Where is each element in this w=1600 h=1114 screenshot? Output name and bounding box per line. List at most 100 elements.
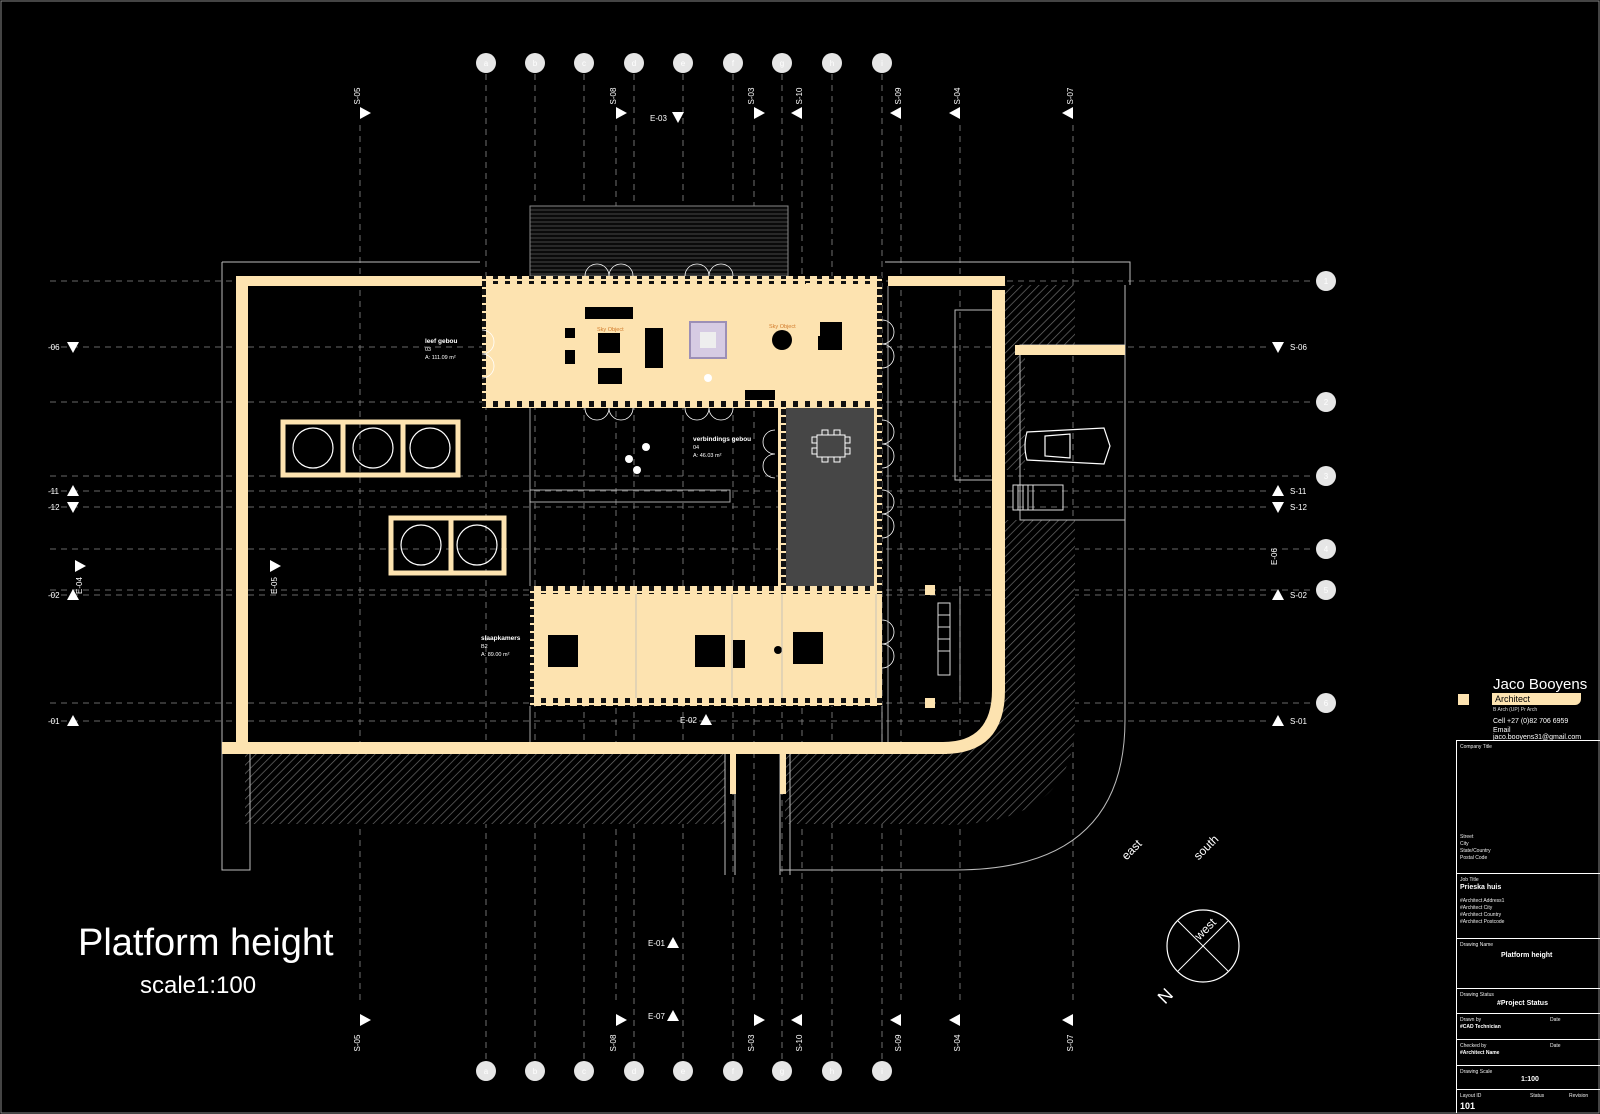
- drawn-by: #CAD Technician: [1460, 1024, 1501, 1030]
- drawing-status-section: Drawing Status #Project Status: [1457, 988, 1600, 1014]
- grid-bubble-label: c: [582, 1067, 586, 1076]
- drawn-by-section: Drawn by Date #CAD Technician: [1457, 1013, 1600, 1040]
- section-marker-S-05-bottom: S-05: [353, 1014, 371, 1051]
- elevation-marker-E-01: E-01: [648, 937, 679, 948]
- grid-bubble-label: i: [881, 1067, 883, 1076]
- sky-object-labels: Sky Object Sky Object: [597, 324, 796, 333]
- drawing-name-caption: Drawing Name: [1460, 942, 1494, 948]
- grid-bubble-circle: [1316, 271, 1336, 291]
- checked-by: #Architect Name: [1460, 1050, 1500, 1056]
- grid-bubble-c-top: c: [574, 53, 594, 73]
- section-arrow: [1272, 715, 1284, 726]
- grid-bubble-circle: [574, 1061, 594, 1081]
- east-label: east: [1119, 836, 1145, 862]
- section-label: -11: [48, 487, 60, 496]
- grid-bubble-label: e: [681, 59, 686, 68]
- grid-bubble-circle: [476, 1061, 496, 1081]
- slaapkamers-number: B2: [481, 644, 488, 650]
- checked-by-caption: Checked by: [1460, 1043, 1487, 1049]
- street-label: Street: [1460, 834, 1474, 840]
- grid-bubble-e-top: e: [673, 53, 693, 73]
- grid-bubble-d-bottom: d: [624, 1061, 644, 1081]
- brand-first-name: Jaco: [1493, 676, 1525, 693]
- grid-bubble-b-top: b: [525, 53, 545, 73]
- door-swings: [481, 263, 895, 669]
- west-label: west: [1191, 915, 1220, 944]
- grid-bubble-circle: [624, 53, 644, 73]
- brand-email: Email jaco.booyens31@gmail.com: [1493, 727, 1582, 741]
- elevation-arrow: [672, 112, 684, 123]
- section-marker-S-05-top: S-05: [353, 87, 371, 119]
- stairs: [937, 484, 1064, 676]
- verbindings-gebou-area: A: 46.03 m²: [693, 453, 722, 459]
- grid-bubble-g-bottom: g: [772, 1061, 792, 1081]
- grid-bubble-label: d: [632, 59, 636, 68]
- drawing-status-caption: Drawing Status: [1460, 992, 1494, 998]
- job-title-caption: Job Title: [1460, 877, 1479, 883]
- grid-bubble-circle: [673, 53, 693, 73]
- grid-bubble-label: h: [830, 59, 834, 68]
- grid-bubble-circle: [574, 53, 594, 73]
- elevation-label: E-03: [650, 114, 667, 123]
- section-label: S-05: [353, 87, 362, 104]
- layout-id: 101: [1460, 1101, 1476, 1111]
- grid-bubble-row-3: 3: [1316, 466, 1336, 486]
- grid-bubble-b-bottom: b: [525, 1061, 545, 1081]
- perimeter-walls: [222, 276, 1125, 794]
- section-marker-S-06-right: S-06: [1272, 342, 1307, 353]
- section-arrow: [67, 485, 79, 496]
- grid-bubble-label: g: [780, 59, 784, 68]
- section-label: -12: [48, 503, 60, 512]
- grid-bubble-e-bottom: e: [673, 1061, 693, 1081]
- section-arrow: [67, 589, 79, 600]
- grid-bubble-label: d: [632, 1067, 636, 1076]
- section-label: S-04: [953, 1034, 962, 1051]
- verbindings-gebou-number: 04: [693, 445, 699, 451]
- grid-bubble-row-6: 6: [1316, 693, 1336, 713]
- address-city: #Architect City: [1460, 905, 1493, 911]
- section-marker-S-04-bottom: S-04: [949, 1014, 962, 1051]
- interior-lines: [529, 286, 961, 742]
- elevation-label: E-04: [75, 577, 84, 594]
- grid-bubble-h-bottom: h: [822, 1061, 842, 1081]
- bedroom-walls: [635, 594, 877, 698]
- slaapkamers-name: slaapkamers: [481, 635, 521, 642]
- elevation-marker-E-05: E-05: [270, 560, 281, 594]
- drawn-date-caption: Date: [1550, 1017, 1561, 1023]
- brand-role: Architect: [1492, 693, 1581, 705]
- section-arrow: [360, 1014, 371, 1026]
- grid-bubble-row-5: 5: [1316, 580, 1336, 600]
- car-outline: [1024, 427, 1111, 465]
- elevation-marker-E-06: E-06: [1270, 548, 1279, 565]
- grid-bubble-circle: [822, 53, 842, 73]
- grid-bubble-row-1: 1: [1316, 271, 1336, 291]
- section-marker-S-11-left: -11: [48, 485, 79, 496]
- elevation-label: E-07: [648, 1012, 665, 1021]
- drawn-by-caption: Drawn by: [1460, 1017, 1482, 1023]
- job-section: Job Title Prieska huis #Architect Addres…: [1457, 873, 1600, 939]
- section-label: -06: [48, 343, 60, 352]
- north-label: N: [1154, 984, 1177, 1007]
- grid-bubble-row-2: 2: [1316, 392, 1336, 412]
- grid-bubble-circle: [1316, 466, 1336, 486]
- elevation-arrow: [270, 560, 281, 572]
- grid-bubble-circle: [723, 53, 743, 73]
- section-label: -01: [48, 717, 60, 726]
- section-label: S-02: [1290, 591, 1307, 600]
- grid-bubble-a-bottom: a: [476, 1061, 496, 1081]
- grid-bubble-label: 3: [1324, 472, 1329, 481]
- section-label: S-03: [747, 87, 756, 104]
- layout-caption: Layout ID: [1460, 1093, 1482, 1099]
- section-arrow: [67, 502, 79, 513]
- brand-name: Jaco Booyens: [1493, 676, 1587, 693]
- grid-bubble-circle: [525, 1061, 545, 1081]
- grid-bubble-label: b: [533, 59, 538, 68]
- water-tanks: [280, 419, 507, 576]
- courtyard-chairs: [625, 443, 650, 474]
- verbindings-gebou-name: verbindings gebou: [693, 436, 751, 443]
- grid-bubble-circle: [1316, 580, 1336, 600]
- room-labels: leef gebou 03 A: 111.09 m² verbindings g…: [425, 338, 751, 658]
- plan-scale: scale1:100: [140, 972, 257, 999]
- grid-bubble-label: b: [533, 1067, 538, 1076]
- section-arrow: [1272, 502, 1284, 513]
